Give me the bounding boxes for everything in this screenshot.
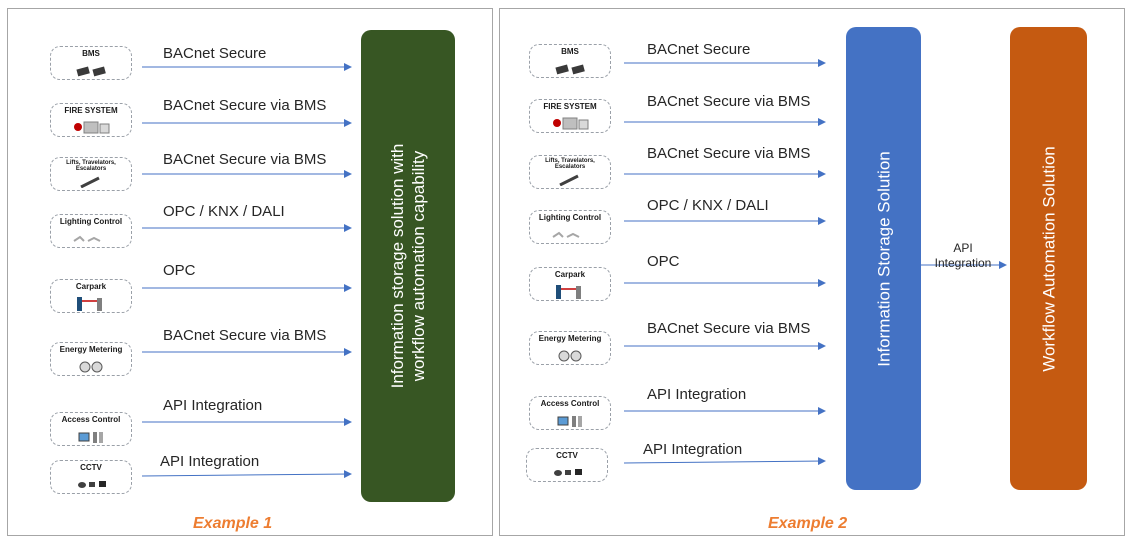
node-label: Carpark (554, 270, 586, 279)
edge-label-carpark: OPC (163, 262, 196, 279)
node-label: CCTV (556, 451, 578, 460)
example-2-panel: BMS FIRE SYSTEM Lifts, Travelators, Esca… (499, 8, 1125, 536)
node-label: FIRE SYSTEM (64, 106, 118, 115)
node-access: Access Control (50, 412, 132, 446)
edge-label-cctv: API Integration (160, 453, 260, 470)
node-carpark: Carpark (50, 279, 132, 313)
workflow-automation-box: Workflow Automation Solution (1010, 27, 1087, 490)
node-energy: Energy Metering (529, 331, 611, 365)
node-label: CCTV (80, 463, 102, 472)
edge-label-carpark: OPC (647, 253, 680, 270)
node-lifts: Lifts, Travelators, Escalators (529, 155, 611, 189)
edge-label-fire-system: BACnet Secure via BMS (163, 97, 327, 114)
escalator-icon (530, 173, 610, 187)
node-lighting: Lighting Control (50, 214, 132, 248)
edge-label-lighting: OPC / KNX / DALI (647, 197, 769, 214)
fire-panel-icon (530, 117, 610, 130)
edge-label-energy: BACnet Secure via BMS (163, 327, 327, 344)
node-fire-system: FIRE SYSTEM (50, 103, 132, 137)
node-label: Lifts, Travelators, Escalators (66, 160, 116, 172)
node-label: BMS (561, 47, 579, 56)
edge-label-bms: BACnet Secure (163, 45, 267, 62)
edge-label-access: API Integration (647, 386, 747, 403)
edge-label-access: API Integration (163, 397, 263, 414)
node-label: Energy Metering (59, 345, 123, 354)
edge-label-energy: BACnet Secure via BMS (647, 320, 811, 337)
workflow-automation-label: Workflow Automation Solution (1039, 145, 1058, 372)
barrier-gate-icon (51, 297, 131, 311)
node-label: BMS (82, 49, 100, 58)
cctv-camera-icon (51, 478, 131, 490)
example-1-panel: BMS FIRE SYSTEM Lifts, Travelators, Esca… (7, 8, 493, 536)
node-cctv: CCTV (50, 460, 132, 494)
node-label: FIRE SYSTEM (543, 102, 597, 111)
lighting-fixture-icon (530, 228, 610, 240)
example-2-arrows (623, 59, 1007, 466)
node-cctv: CCTV (526, 448, 608, 482)
node-label: Lifts, Travelators, Escalators (545, 158, 595, 170)
bms-controllers-icon (530, 62, 610, 75)
edge-label-lifts: BACnet Secure via BMS (647, 145, 811, 162)
arrow-cctv (623, 457, 826, 466)
fire-panel-icon (51, 121, 131, 134)
edge-label-bms: BACnet Secure (647, 41, 751, 58)
cctv-camera-icon (527, 466, 607, 478)
example-2-caption: Example 2 (768, 515, 848, 532)
node-bms: BMS (50, 46, 132, 80)
node-label: Access Control (540, 399, 600, 408)
card-reader-icon (530, 414, 610, 427)
node-fire-system: FIRE SYSTEM (529, 99, 611, 133)
node-label: Access Control (61, 415, 121, 424)
node-lifts: Lifts, Travelators, Escalators (50, 157, 132, 191)
node-lighting: Lighting Control (529, 210, 611, 244)
card-reader-icon (51, 430, 131, 443)
node-energy: Energy Metering (50, 342, 132, 376)
information-storage-label: Information Storage Solution (874, 150, 893, 367)
example-1-caption: Example 1 (193, 515, 273, 532)
lighting-fixture-icon (51, 232, 131, 244)
node-access: Access Control (529, 396, 611, 430)
node-carpark: Carpark (529, 267, 611, 301)
energy-meter-icon (51, 360, 131, 373)
edge-label-fire-system: BACnet Secure via BMS (647, 93, 811, 110)
node-label: Energy Metering (538, 334, 602, 343)
node-label: Carpark (75, 282, 107, 291)
node-label: Lighting Control (538, 213, 602, 222)
edge-label-lifts: BACnet Secure via BMS (163, 151, 327, 168)
information-storage-box: Information Storage Solution (846, 27, 921, 490)
arrow-cctv (141, 470, 352, 479)
node-label: Lighting Control (59, 217, 123, 226)
edge-label-lighting: OPC / KNX / DALI (163, 203, 285, 220)
energy-meter-icon (530, 349, 610, 362)
barrier-gate-icon (530, 285, 610, 299)
example-1-arrows (141, 63, 352, 479)
bms-controllers-icon (51, 64, 131, 77)
escalator-icon (51, 175, 131, 189)
node-bms: BMS (529, 44, 611, 78)
edge-label-cctv: API Integration (643, 441, 743, 458)
